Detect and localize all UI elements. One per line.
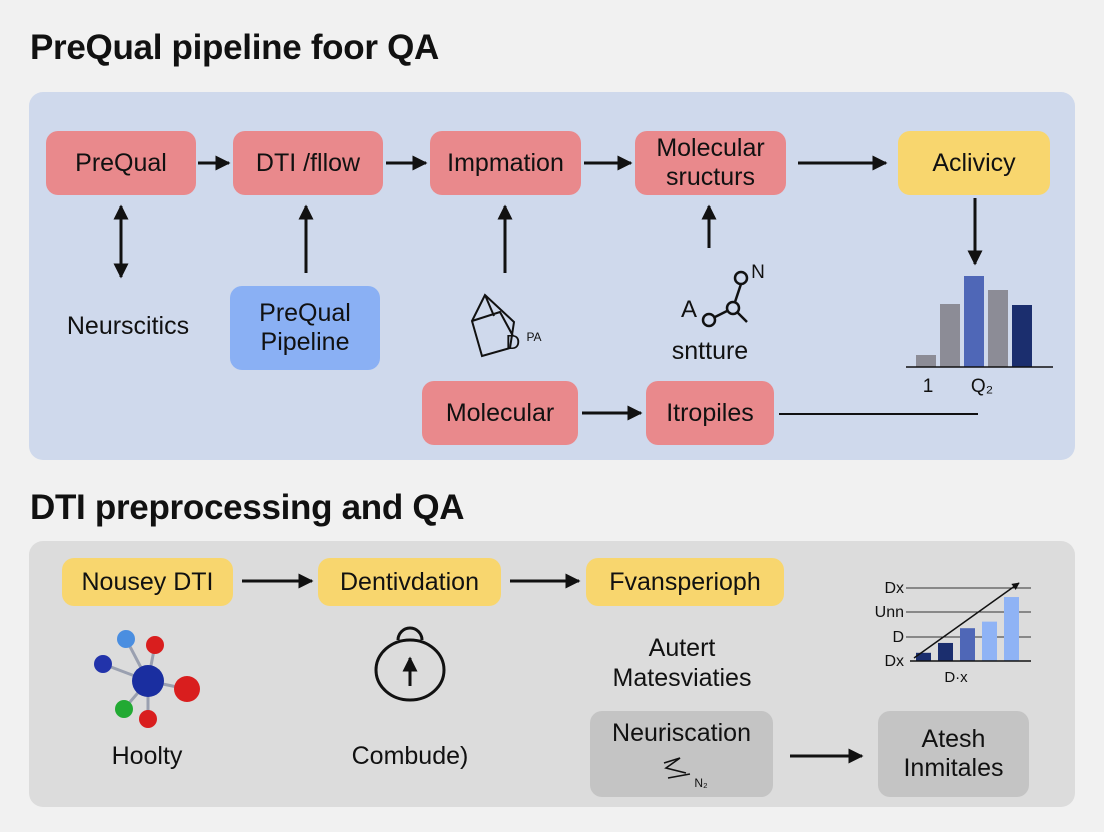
chart2-y-dx-bottom: Dx: [884, 653, 904, 670]
activity-bar-chart: [906, 276, 1053, 368]
chart1-bar: [988, 290, 1008, 367]
molecular-box[interactable]: Molecular: [422, 381, 578, 445]
dentivdation-box[interactable]: Dentivdation: [318, 558, 501, 606]
impmation-box[interactable]: Impmation: [430, 131, 581, 195]
chart1-bar: [916, 355, 936, 367]
section1-title: PreQual pipeline foor QA: [30, 28, 439, 67]
chart2-bar: [916, 652, 931, 661]
autert-line1: Autert: [648, 634, 716, 662]
fvansperioph-box[interactable]: Fvansperioph: [586, 558, 784, 606]
aclivicy-box[interactable]: Aclivicy: [898, 131, 1050, 195]
molecular-structures-box[interactable]: Molecular sructurs: [635, 131, 786, 195]
autert-line2: Matesviaties: [612, 664, 752, 692]
hand-drawn-glyph-icon: [470, 293, 516, 358]
prequal-pipeline-line2: Pipeline: [260, 328, 350, 356]
glyph-pa-label: PA: [526, 330, 542, 344]
chart1-bar: [940, 304, 960, 367]
itropiles-box[interactable]: Itropiles: [646, 381, 774, 445]
prequal-pipeline-line1: PreQual: [259, 299, 351, 328]
struct-n-label: N: [751, 262, 765, 283]
chart1-bar: [964, 276, 984, 367]
prequal-pipeline-box[interactable]: PreQual Pipeline: [230, 286, 380, 370]
autert-matesviaties-label: Autert Matesviaties: [588, 633, 776, 693]
chart1-bar: [1012, 305, 1032, 367]
n2-label: N₂: [694, 776, 708, 790]
nousey-dti-box[interactable]: Nousey DTI: [62, 558, 233, 606]
chart2-bar: [1004, 597, 1019, 661]
chart2-x-label: D·x: [944, 669, 968, 686]
molecular-structures-line2: sructurs: [666, 163, 755, 191]
combude-label: Combude): [351, 742, 469, 770]
molecule-structure-icon: [701, 270, 749, 328]
chart2-y-d: D: [892, 629, 904, 646]
chart2-bar: [960, 628, 975, 661]
chart2-trend-arrow: [913, 582, 1020, 659]
chart2-bar: [938, 642, 953, 661]
squiggle-icon: [663, 757, 691, 779]
ball-and-stick-molecule-icon: [94, 630, 200, 728]
neuriscation-box[interactable]: Neuriscation: [590, 711, 773, 797]
neurscitics-label: Neurscitics: [66, 312, 190, 340]
molecular-structures-line1: Molecular: [656, 134, 765, 163]
section2-title: DTI preprocessing and QA: [30, 488, 465, 527]
dx-bar-chart: [906, 582, 1031, 662]
atesh-line1: Atesh: [921, 725, 986, 754]
dti-flow-box[interactable]: DTI /fllow: [233, 131, 383, 195]
sntture-label: sntture: [671, 337, 749, 365]
atesh-line2: Inmitales: [903, 754, 1004, 782]
chart2-y-dx-top: Dx: [884, 580, 904, 597]
timer-up-arrow-icon: [374, 626, 446, 702]
prequal-box[interactable]: PreQual: [46, 131, 196, 195]
atesh-inmitales-box[interactable]: Atesh Inmitales: [878, 711, 1029, 797]
chart1-x2-label: Q₂: [970, 376, 994, 397]
chart1-x1-label: 1: [922, 376, 934, 397]
chart2-y-unn: Unn: [874, 604, 904, 621]
chart2-bar: [982, 621, 997, 661]
struct-a-label: A: [680, 296, 697, 323]
hoolty-label: Hoolty: [111, 742, 183, 770]
